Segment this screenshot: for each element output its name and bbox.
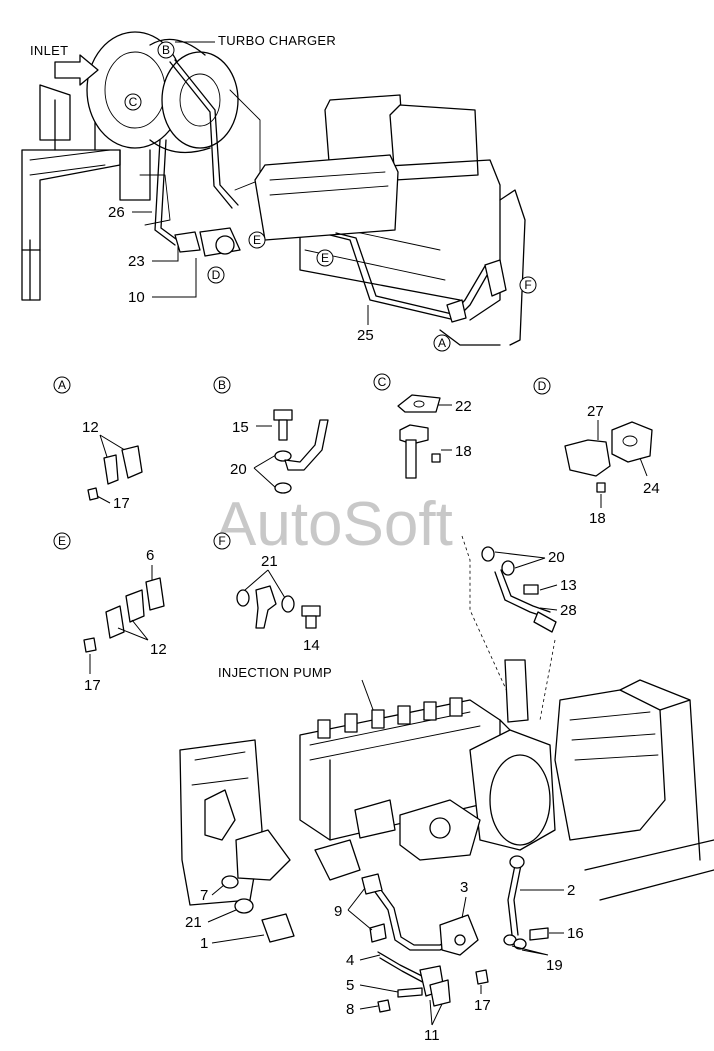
label-injection-pump: INJECTION PUMP [218, 665, 332, 680]
callout-7: 7 [200, 887, 208, 904]
ref-d-top: D [212, 268, 221, 282]
callout-25: 25 [357, 327, 374, 344]
ref-a-top: A [438, 336, 446, 350]
callout-10: 10 [128, 289, 145, 306]
callout-24: 24 [643, 480, 660, 497]
label-turbo-charger: TURBO CHARGER [218, 33, 336, 48]
engine-top-illustration [21, 31, 526, 346]
section-d: D 27 24 18 [533, 377, 660, 527]
ref-e-top-2: E [321, 251, 329, 265]
watermark-text: AutoSoft [215, 490, 453, 559]
callout-21-bottom: 21 [185, 914, 202, 931]
ref-c-top: C [129, 95, 138, 109]
callout-2: 2 [567, 882, 575, 899]
callout-17-a: 17 [113, 495, 130, 512]
top-callouts: 26 23 10 25 [108, 204, 374, 344]
callout-23: 23 [128, 253, 145, 270]
callout-20-right: 20 [548, 549, 565, 566]
callout-12-a: 12 [82, 419, 99, 436]
callout-15: 15 [232, 419, 249, 436]
callout-3: 3 [460, 879, 468, 896]
callout-9: 9 [334, 903, 342, 920]
section-a: A 12 17 [53, 376, 143, 512]
ref-b-top: B [162, 43, 170, 57]
callout-26: 26 [108, 204, 125, 221]
callout-19: 19 [546, 957, 563, 974]
callout-27: 27 [587, 403, 604, 420]
callout-21-f: 21 [261, 553, 278, 570]
ref-b-section: B [218, 378, 226, 392]
callout-8: 8 [346, 1001, 354, 1018]
ref-e-section: E [58, 534, 66, 548]
section-b: B 15 20 [213, 376, 329, 494]
callout-12-e: 12 [150, 641, 167, 658]
callout-16: 16 [567, 925, 584, 942]
callout-17-bottom: 17 [474, 997, 491, 1014]
ref-a-section: A [58, 378, 66, 392]
callout-18-d: 18 [589, 510, 606, 527]
callout-1: 1 [200, 935, 208, 952]
callout-6: 6 [146, 547, 154, 564]
callout-13: 13 [560, 577, 577, 594]
ref-d-section: D [538, 379, 547, 393]
callout-28: 28 [560, 602, 577, 619]
callout-5: 5 [346, 977, 354, 994]
ref-c-section: C [378, 375, 387, 389]
injection-pump-illustration [179, 659, 714, 1013]
section-c: C 22 18 [373, 373, 472, 479]
callout-17-e: 17 [84, 677, 101, 694]
top-reference-markers: B C E E D F A [124, 41, 537, 352]
bottom-callouts: 7 21 1 9 4 5 8 3 17 11 2 16 19 [185, 879, 584, 1044]
callout-20-b: 20 [230, 461, 247, 478]
label-inlet: INLET [30, 43, 68, 58]
ref-f-top: F [524, 278, 531, 292]
callout-22: 22 [455, 398, 472, 415]
section-e: E 6 12 17 [53, 532, 167, 694]
delivery-valves [317, 697, 463, 739]
callout-4: 4 [346, 952, 354, 969]
ref-f-section: F [218, 534, 225, 548]
callout-11: 11 [424, 1027, 440, 1044]
section-f: F 21 14 [213, 532, 321, 654]
callout-18-c: 18 [455, 443, 472, 460]
ref-e-top-1: E [253, 233, 261, 247]
callout-14: 14 [303, 637, 320, 654]
right-pipe-assembly: 20 13 28 [461, 535, 577, 721]
